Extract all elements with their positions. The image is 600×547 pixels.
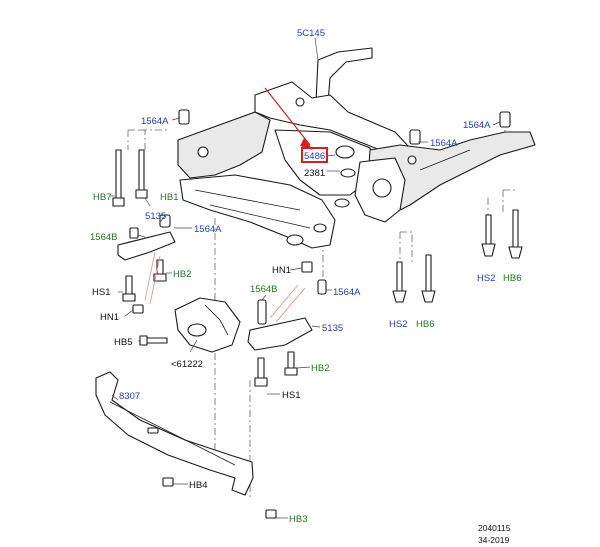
callout-1564b-center: 1564B xyxy=(250,284,277,295)
callout-1564a-right-top: 1564A xyxy=(463,120,491,131)
callout-5135-left: 5135 xyxy=(145,211,166,222)
callout-hs2-mid: HS2 xyxy=(389,319,407,330)
callout-8307: 8307 xyxy=(119,391,140,402)
callout-5486: 5486 xyxy=(304,151,325,162)
callout-hs2-right: HS2 xyxy=(477,273,495,284)
callout-1564a-mid: 1564A xyxy=(194,224,222,235)
callout-2381: 2381 xyxy=(304,168,325,179)
callout-hb6-right: HB6 xyxy=(503,273,521,284)
callout-1564a-center: 1564A xyxy=(333,287,361,298)
callout-hb7: HB7 xyxy=(93,192,111,203)
highlight-arrow xyxy=(264,87,328,163)
callout-1564a-right-mid: 1564A xyxy=(430,138,458,149)
callout-1564b-left: 1564B xyxy=(90,232,117,243)
callout-5c145: 5C145 xyxy=(297,28,325,39)
callout-hb2-left: HB2 xyxy=(173,269,191,280)
reference-date: 34-2019 xyxy=(478,535,509,545)
callout-hb2-center: HB2 xyxy=(311,363,329,374)
lower-brace-8307 xyxy=(95,371,254,496)
leader-lines xyxy=(110,37,501,519)
callout-hs1-center: HS1 xyxy=(282,390,300,401)
callout-1564a-left: 1564A xyxy=(141,116,169,127)
callout-hb6-mid: HB6 xyxy=(416,319,434,330)
highlight-box xyxy=(301,147,328,163)
callout-labels: 5C145 1564A 1564A 1564A 1564A 1564A 5486… xyxy=(90,28,521,525)
callout-hn1-left: HN1 xyxy=(100,312,119,323)
front-subframe xyxy=(177,47,536,249)
callout-hb1: HB1 xyxy=(160,192,178,203)
callout-61222: <61222 xyxy=(171,359,203,370)
fasteners xyxy=(112,109,523,519)
callout-hn1-center: HN1 xyxy=(272,265,291,276)
diagram-reference: 2040115 34-2019 xyxy=(478,523,511,545)
callout-hb4: HB4 xyxy=(189,480,207,491)
callout-5135-center: 5135 xyxy=(322,323,343,334)
callout-hb5: HB5 xyxy=(114,337,132,348)
callout-hb3: HB3 xyxy=(289,514,307,525)
mount-bracket-61222 xyxy=(174,297,241,353)
callout-hs1-left: HS1 xyxy=(92,287,110,298)
reference-code: 2040115 xyxy=(478,523,511,533)
